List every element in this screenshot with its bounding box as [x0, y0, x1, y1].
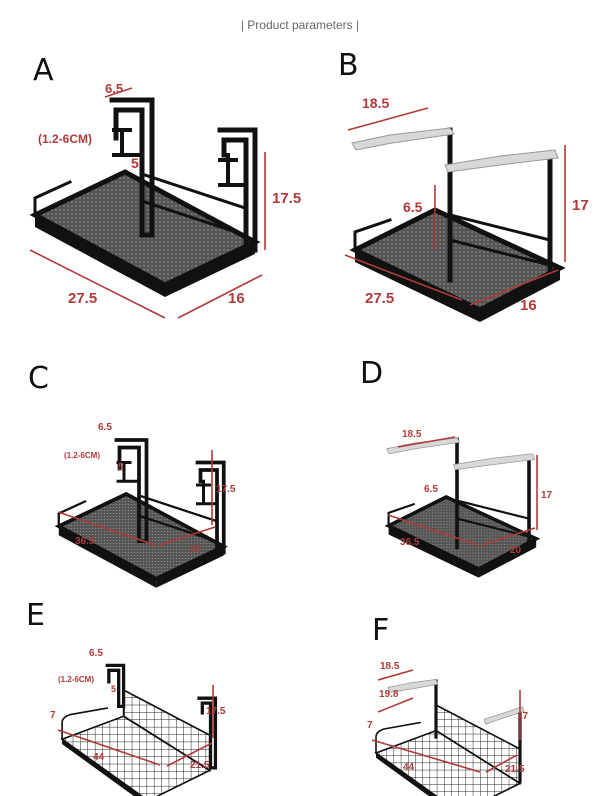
clamp-range-label: (1.2-6CM): [64, 451, 100, 460]
dimension-line: [344, 254, 463, 301]
panel-letter: A: [33, 53, 54, 88]
rack-illustration: [56, 438, 226, 590]
depth-label: 21.5: [190, 760, 210, 771]
dimension-line: [481, 527, 536, 546]
dimension-line: [347, 107, 429, 131]
panel-c: C 6.5 (1.2-6CM) 5 17.5 36.5 20: [28, 361, 236, 590]
dimension-line: [104, 87, 133, 98]
panel-letter: D: [360, 356, 383, 391]
panel-letter: C: [28, 361, 49, 396]
depth-label: 16: [520, 297, 537, 314]
jaw-label: 5: [118, 462, 124, 473]
dimension-line: [29, 249, 166, 319]
dimension-line: [485, 754, 518, 773]
side-height-label: 6.5: [424, 484, 438, 495]
rack-illustration: [35, 100, 255, 297]
dimension-line: [377, 697, 414, 713]
top-width-label: 6.5: [105, 81, 123, 96]
length-label: 27.5: [365, 290, 394, 307]
dimension-line: [57, 511, 156, 546]
side-height-label: 7: [367, 720, 373, 731]
panel-b: B 18.5 6.5 17 27.5 16: [338, 48, 589, 322]
basket-illustration: [60, 663, 218, 796]
panel-e: E 6.5 (1.2-6CM) 5 7 17.5 44 21.5: [26, 598, 226, 796]
height-label: 17.5: [216, 484, 236, 495]
jaw-label: 5: [111, 684, 116, 694]
dimension-line: [469, 269, 559, 306]
panel-d: D 18.5 6.5 17 36.5 20: [360, 356, 553, 580]
dimension-line: [166, 742, 213, 767]
jaw-label: 5: [131, 155, 139, 171]
length-label: 36.5: [400, 537, 420, 548]
height-label: 17: [541, 490, 553, 501]
height-label: 17.5: [272, 190, 301, 207]
depth-label: 21.5: [505, 764, 525, 775]
plate-width-label: 18.5: [402, 429, 422, 440]
plate-width-label: 18.5: [362, 95, 389, 111]
rack-illustration: [384, 436, 539, 580]
top-width-label: 6.5: [98, 422, 112, 433]
clamp-range-label: (1.2-6CM): [58, 675, 94, 684]
panel-a: A 6.5 (1.2-6CM) 5 17.5 27.5 16: [29, 53, 301, 319]
length-label: 36.5: [75, 536, 95, 547]
height-label: 17.5: [206, 706, 226, 717]
height-label: 17: [517, 711, 529, 722]
dimension-line: [397, 436, 456, 448]
dimension-line: [159, 526, 216, 546]
page-title: | Product parameters |: [241, 18, 359, 32]
dimension-line: [377, 669, 414, 681]
panel-letter: E: [26, 598, 45, 633]
dimension-line: [387, 514, 479, 546]
length-label: 44: [93, 752, 105, 763]
panel-letter: F: [372, 613, 389, 648]
depth-label: 16: [228, 290, 245, 307]
side-height-label: 6.5: [403, 199, 423, 215]
dimension-line: [57, 729, 161, 766]
top-width-label: 6.5: [89, 648, 103, 659]
height-label: 17: [572, 197, 589, 214]
length-label: 27.5: [68, 290, 97, 307]
inner-width-label: 19.8: [379, 689, 399, 700]
plate-width-label: 18.5: [380, 661, 400, 672]
dimension-line: [177, 274, 263, 319]
length-label: 44: [403, 762, 415, 773]
dimension-line: [371, 739, 481, 773]
depth-label: 20: [510, 545, 522, 556]
panel-f: F 18.5 19.8 7 17 44 21.5: [367, 613, 529, 796]
depth-label: 20: [190, 544, 202, 555]
side-height-label: 7: [50, 710, 56, 721]
clamp-range-label: (1.2-6CM): [38, 132, 92, 146]
panel-letter: B: [338, 48, 359, 83]
